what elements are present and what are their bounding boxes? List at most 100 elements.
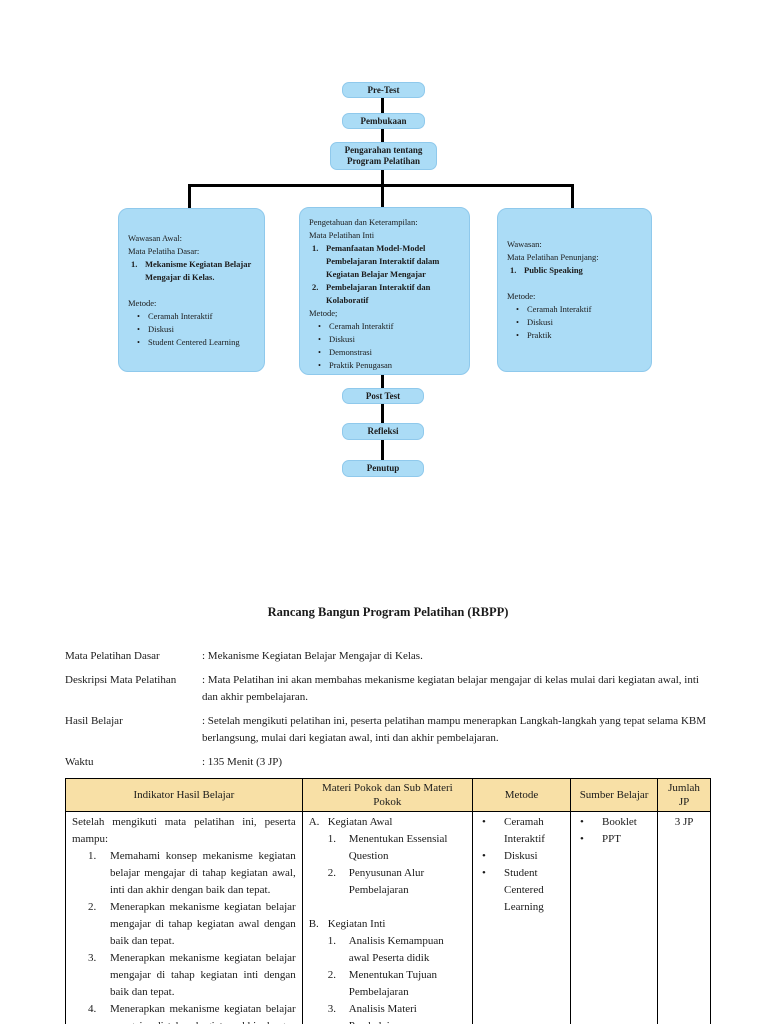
column-header-sumber: Sumber Belajar: [570, 778, 659, 812]
list-number: 3.: [327, 1003, 336, 1015]
column-header-jumlah-jp: Jumlah JP: [657, 778, 711, 812]
flow-branch-mata-pelatihan-penunjang: Wawasan:Mata Pelatihan Penunjang: 1.Publ…: [497, 208, 652, 372]
metode-list: •Ceramah Interaktif•Diskusi•Student Cent…: [128, 310, 255, 349]
list-item: •Student Centered Learning: [482, 865, 564, 916]
metode-list: •Ceramah Interaktif•Diskusi•Demonstrasi•…: [309, 320, 460, 372]
section-item-list: 1.Analisis Kemampuan awal Peserta didik 2…: [309, 933, 466, 1024]
list-number: 1.: [510, 265, 517, 275]
connector-line: [188, 184, 574, 187]
field-value: : Setelah mengikuti pelatihan ini, peser…: [202, 715, 707, 744]
column-header-materi: Materi Pokok dan Sub Materi Pokok: [301, 778, 474, 812]
list-item: • Student Centered Learning: [137, 336, 255, 349]
list-item: Mata Pelatiha Dasar:: [128, 245, 200, 256]
field-value: : Mata Pelatihan ini akan membahas mekan…: [202, 674, 699, 703]
list-item: • Diskusi: [516, 316, 642, 329]
field-label: Hasil Belajar: [65, 715, 123, 727]
cell-sumber-belajar: • Booklet • PPT: [570, 811, 659, 1024]
metode-label: Metode;: [309, 308, 338, 318]
list-item: Wawasan Awal:: [128, 232, 183, 243]
list-item-text: Analisis Materi Pembelajaran: [348, 1003, 417, 1024]
bullet-icon: •: [137, 323, 140, 334]
list-item-text: Diskusi: [148, 323, 174, 334]
list-item-text: Memahami konsep mekanisme kegiatan belaj…: [110, 850, 296, 896]
list-number: 2.: [327, 969, 336, 981]
list-item-text: Praktik Penugasan: [329, 360, 393, 370]
page-title: Rancang Bangun Program Pelatihan (RBPP): [267, 605, 509, 619]
connector-line: [381, 97, 384, 114]
list-item: 1.Mekanisme Kegiatan Belajar Mengajar di…: [131, 258, 255, 284]
list-item-text: Mekanisme Kegiatan Belajar Mengajar di K…: [145, 258, 252, 282]
list-item: •Ceramah Interaktif: [516, 303, 642, 316]
list-number: 1.: [88, 850, 97, 862]
flow-node-penutup: Penutup: [342, 460, 424, 477]
list-item-text: Menentukan Essensial Question: [348, 833, 448, 862]
branch-topic-list: 1.Pemanfaatan Model-Model Pembelajaran I…: [309, 242, 460, 307]
list-item-text: PPT: [602, 833, 621, 845]
flow-node-pre-test: Pre-Test: [342, 82, 425, 98]
field-mata-pelatihan-dasar: Mata Pelatihan Dasar : Mekanisme Kegiata…: [65, 648, 711, 665]
branch-heading: Wawasan:Mata Pelatihan Penunjang:: [507, 238, 642, 264]
list-item: 2.Menerapkan mekanisme kegiatan belajar …: [88, 899, 296, 950]
bullet-icon: •: [318, 321, 321, 331]
section-letter: A.: [308, 816, 320, 828]
field-label: Waktu: [65, 756, 94, 768]
list-number: 2.: [88, 901, 97, 913]
section-heading: A. Kegiatan Awal: [309, 814, 466, 831]
list-item-text: Menerapkan mekanisme kegiatan belajar me…: [110, 1003, 296, 1024]
connector-line: [381, 439, 384, 461]
rbpp-table: Indikator Hasil Belajar Materi Pokok dan…: [65, 778, 711, 1024]
connector-line: [381, 403, 384, 424]
list-item-text: Student Centered Learning: [148, 336, 240, 347]
list-number: 2.: [327, 867, 336, 879]
list-item-text: Menentukan Tujuan Pembelajaran: [348, 969, 438, 998]
flow-node-refleksi: Refleksi: [342, 423, 424, 440]
list-item: Mata Pelatihan Inti: [309, 230, 375, 240]
metode-list: •Ceramah Interaktif•Diskusi•Student Cent…: [479, 814, 564, 916]
bullet-icon: •: [516, 317, 519, 327]
bullet-icon: •: [482, 867, 486, 879]
list-item: 1.Analisis Kemampuan awal Peserta didik: [328, 933, 466, 967]
spacer: [507, 277, 642, 290]
field-label: Mata Pelatihan Dasar: [65, 650, 160, 662]
list-item: 4.Menerapkan mekanisme kegiatan belajar …: [88, 1001, 296, 1024]
field-deskripsi: Deskripsi Mata Pelatihan : Mata Pelatiha…: [65, 672, 711, 706]
flow-node-pengarahan: Pengarahan tentang Program Pelatihan: [330, 142, 437, 170]
list-item: 3. Analisis Materi Pembelajaran: [328, 1001, 466, 1024]
list-number: 3.: [88, 952, 97, 964]
column-header-metode: Metode: [471, 778, 572, 812]
list-item: 2.Pembelajaran Interaktif dan Kolaborati…: [312, 281, 460, 307]
metode-label: Metode:: [128, 297, 157, 308]
bullet-icon: •: [482, 816, 486, 828]
metode-label: Metode:: [507, 291, 536, 301]
branch-topic-list: 1.Mekanisme Kegiatan Belajar Mengajar di…: [128, 258, 255, 284]
bullet-icon: •: [580, 816, 584, 828]
list-item-text: Ceramah Interaktif: [329, 321, 394, 331]
connector-line: [381, 186, 384, 208]
list-item: 2.Penyusunan Alur Pembelajaran: [328, 865, 466, 899]
list-item: •Diskusi: [482, 848, 564, 865]
sumber-list: • Booklet • PPT: [577, 814, 651, 848]
list-item-text: Pemanfaatan Model-Model Pembelajaran Int…: [326, 243, 440, 279]
indikator-intro: Setelah mengikuti mata pelatihan ini, pe…: [72, 816, 296, 845]
field-hasil-belajar: Hasil Belajar : Setelah mengikuti pelati…: [65, 713, 711, 747]
section-title: Kegiatan Awal: [327, 816, 393, 828]
bullet-icon: •: [580, 833, 584, 845]
bullet-icon: •: [137, 336, 140, 347]
list-item: Mata Pelatihan Penunjang:: [507, 252, 599, 262]
list-item-text: Diskusi: [527, 317, 553, 327]
cell-materi: A. Kegiatan Awal 1.Menentukan Essensial …: [301, 811, 474, 1024]
table-row: Setelah mengikuti mata pelatihan ini, pe…: [65, 811, 711, 1024]
cell-indikator: Setelah mengikuti mata pelatihan ini, pe…: [65, 811, 303, 1024]
list-item: Pengetahuan dan Keterampilan:: [309, 217, 418, 227]
flow-branch-mata-pelatihan-dasar: Wawasan Awal: Mata Pelatiha Dasar: 1.Meka…: [118, 208, 265, 372]
list-item-text: Booklet: [602, 816, 637, 828]
list-item: •Ceramah Interaktif: [137, 310, 255, 323]
connector-line: [381, 374, 384, 389]
list-item-text: Ceramah Interaktif: [148, 310, 213, 321]
field-label: Deskripsi Mata Pelatihan: [65, 674, 177, 686]
list-item-text: Analisis Kemampuan awal Peserta didik: [348, 935, 444, 964]
list-item-text: Pembelajaran Interaktif dan Kolaboratif: [326, 282, 431, 305]
list-item-text: Diskusi: [329, 334, 355, 344]
connector-line: [571, 186, 574, 209]
field-value: : Mekanisme Kegiatan Belajar Mengajar di…: [202, 650, 423, 662]
